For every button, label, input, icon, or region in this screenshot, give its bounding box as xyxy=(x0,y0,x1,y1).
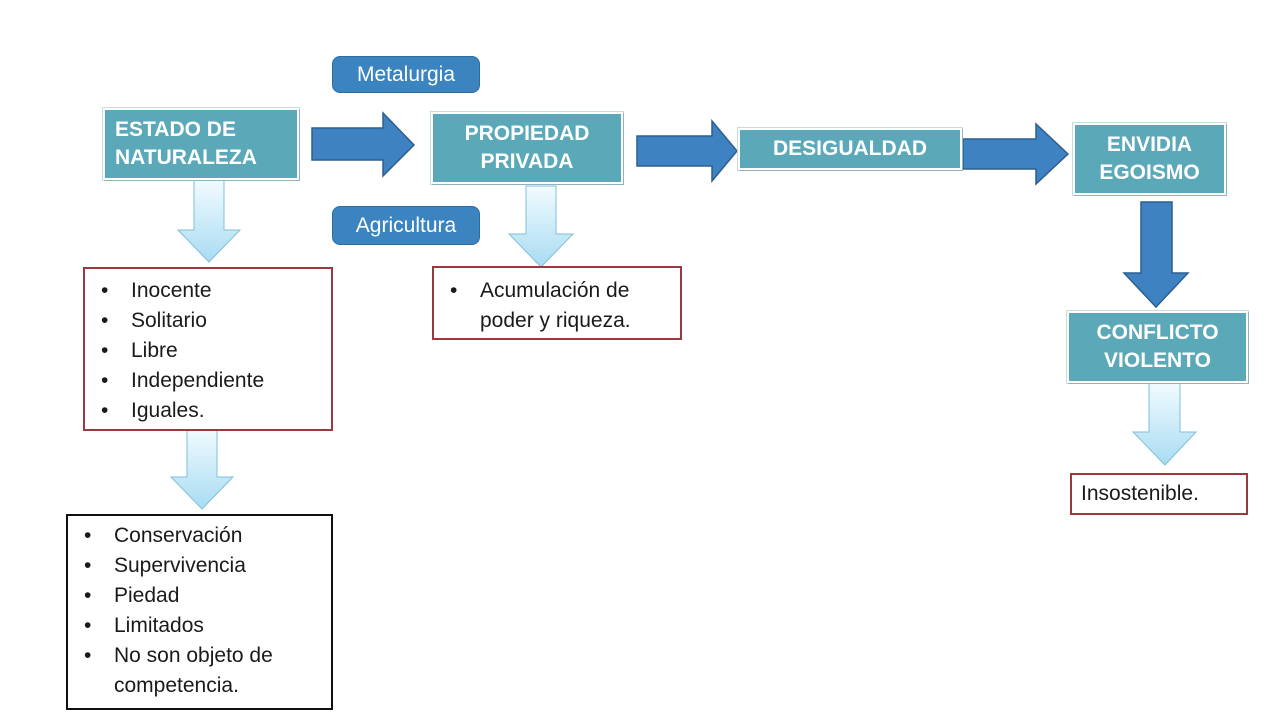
node-propiedad-privada: PROPIEDAD PRIVADA xyxy=(431,112,623,184)
estado-needs-list: Conservación Supervivencia Piedad Limita… xyxy=(68,521,323,701)
arrow-down-conflicto xyxy=(1131,382,1198,466)
list-item: Piedad xyxy=(68,581,323,611)
node-desigualdad: DESIGUALDAD xyxy=(738,128,962,170)
list-item: Supervivencia xyxy=(68,551,323,581)
arrow-estado-to-propiedad xyxy=(311,111,416,178)
estado-traits-box: Inocente Solitario Libre Independiente I… xyxy=(83,267,333,431)
node-envidia-egoismo: ENVIDIA EGOISMO xyxy=(1073,123,1226,195)
list-item: No son objeto de competencia. xyxy=(68,641,323,701)
arrow-down-traits xyxy=(169,427,235,510)
list-item: Iguales. xyxy=(85,396,331,426)
list-item: Limitados xyxy=(68,611,323,641)
conflicto-result-box: Insostenible. xyxy=(1070,473,1248,515)
estado-needs-box: Conservación Supervivencia Piedad Limita… xyxy=(66,514,333,710)
arrow-desigualdad-to-envidia xyxy=(962,122,1070,186)
node-conflicto-violento: CONFLICTO VIOLENTO xyxy=(1067,311,1248,383)
list-item: Solitario xyxy=(85,306,331,336)
node-estado-de-naturaleza: ESTADO DE NATURALEZA xyxy=(103,108,299,180)
label-metalurgia: Metalurgia xyxy=(332,56,480,93)
conflicto-result-text: Insostenible. xyxy=(1081,482,1199,505)
label-agricultura: Agricultura xyxy=(332,206,480,245)
list-item: Independiente xyxy=(85,366,331,396)
list-item: Acumulación de poder y riqueza. xyxy=(434,276,670,336)
estado-traits-list: Inocente Solitario Libre Independiente I… xyxy=(85,276,331,426)
propiedad-effect-list: Acumulación de poder y riqueza. xyxy=(434,276,670,336)
arrow-down-propiedad xyxy=(507,185,575,268)
arrow-down-estado xyxy=(176,179,242,263)
list-item: Conservación xyxy=(68,521,323,551)
propiedad-effect-box: Acumulación de poder y riqueza. xyxy=(432,266,682,340)
list-item: Inocente xyxy=(85,276,331,306)
list-item: Libre xyxy=(85,336,331,366)
arrow-propiedad-to-desigualdad xyxy=(636,118,738,184)
arrow-envidia-to-conflicto xyxy=(1122,201,1190,309)
